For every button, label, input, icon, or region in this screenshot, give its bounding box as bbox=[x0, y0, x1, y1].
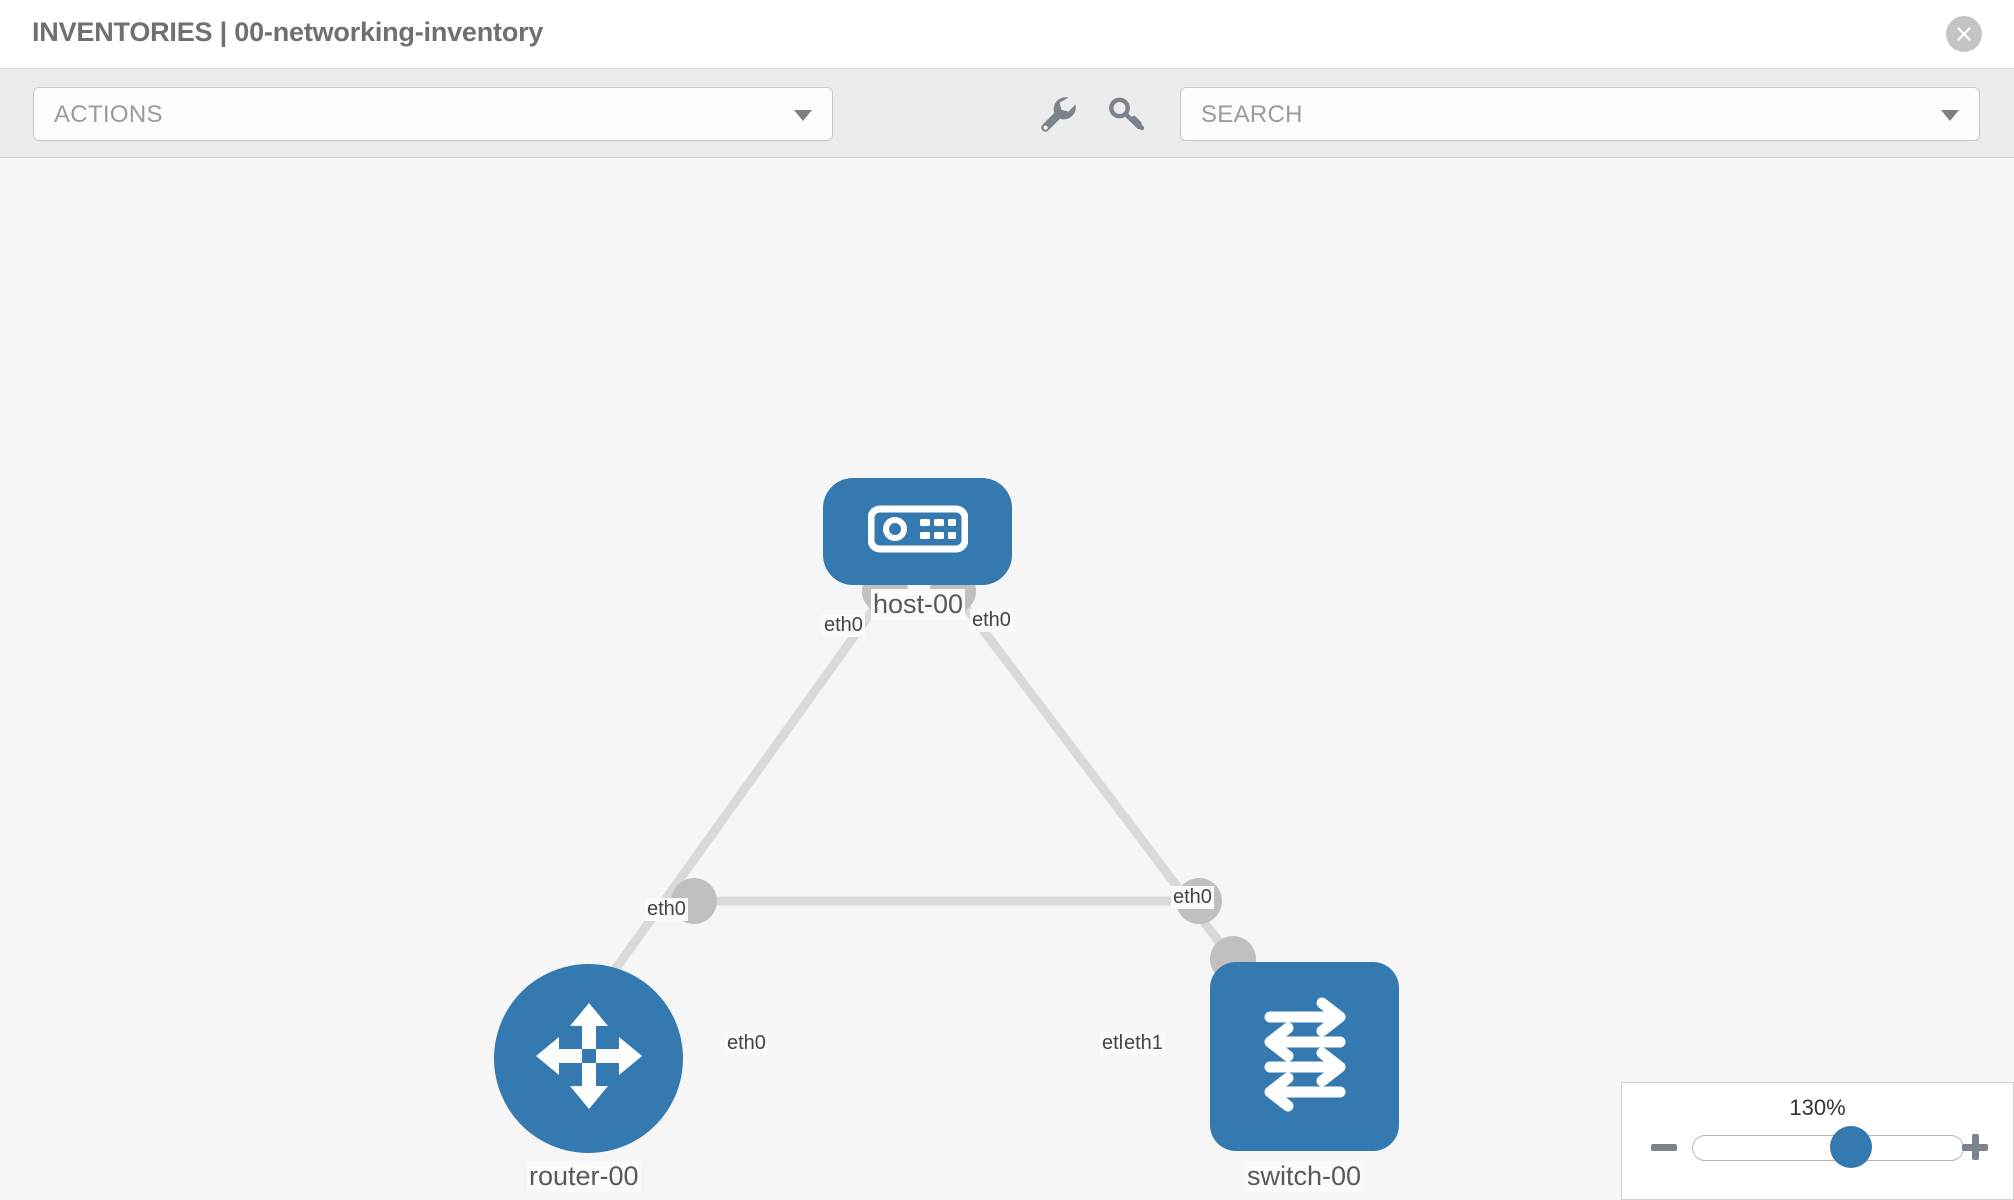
zoom-out-button[interactable] bbox=[1648, 1131, 1680, 1163]
minus-icon bbox=[1648, 1144, 1680, 1167]
actions-dropdown[interactable]: ACTIONS bbox=[33, 87, 833, 141]
toolbar: ACTIONS bbox=[0, 68, 2014, 158]
zoom-level-value: 130% bbox=[1789, 1095, 1846, 1120]
zoom-slider-track[interactable] bbox=[1692, 1135, 1964, 1161]
zoom-in-button[interactable] bbox=[1959, 1131, 1991, 1163]
key-button[interactable] bbox=[1103, 91, 1149, 137]
iface-label-router-right: eth0 bbox=[725, 1032, 768, 1055]
server-device-icon bbox=[867, 503, 968, 560]
page-header: INVENTORIES | 00-networking-inventory bbox=[0, 0, 2014, 68]
iface-label-switch-left-eth1: eth1 bbox=[1122, 1032, 1165, 1055]
chevron-down-icon bbox=[1941, 110, 1959, 121]
zoom-control-panel: 130% bbox=[1621, 1082, 2014, 1200]
switch-00-label: switch-00 bbox=[1245, 1161, 1364, 1192]
switch-00-shape[interactable] bbox=[1210, 962, 1399, 1151]
wrench-button[interactable] bbox=[1035, 91, 1081, 137]
host-00-shape[interactable] bbox=[823, 478, 1012, 585]
page-title: INVENTORIES | 00-networking-inventory bbox=[32, 17, 544, 47]
iface-label-host-right: eth0 bbox=[970, 609, 1013, 632]
search-input[interactable]: SEARCH bbox=[1180, 87, 1980, 141]
actions-dropdown-label: ACTIONS bbox=[54, 101, 163, 128]
iface-label-host-left: eth0 bbox=[822, 614, 865, 637]
iface-label-switch-up: eth0 bbox=[1171, 886, 1214, 909]
plus-icon bbox=[1959, 1134, 1991, 1167]
search-placeholder: SEARCH bbox=[1201, 101, 1303, 128]
switch-arrows-icon bbox=[1246, 995, 1364, 1118]
router-00-shape[interactable] bbox=[494, 964, 683, 1153]
zoom-slider-thumb[interactable] bbox=[1830, 1126, 1872, 1168]
topology-graph bbox=[610, 568, 1256, 982]
host-00-label: host-00 bbox=[871, 589, 966, 620]
chevron-down-icon bbox=[794, 110, 812, 121]
router-four-arrows-icon bbox=[530, 997, 648, 1120]
iface-label-router-up: eth0 bbox=[645, 898, 688, 921]
close-button[interactable] bbox=[1946, 16, 1982, 52]
key-icon bbox=[1103, 97, 1149, 141]
router-00-label: router-00 bbox=[527, 1161, 641, 1192]
topology-canvas[interactable]: host-00 bbox=[0, 159, 2014, 1200]
wrench-icon bbox=[1035, 97, 1081, 141]
